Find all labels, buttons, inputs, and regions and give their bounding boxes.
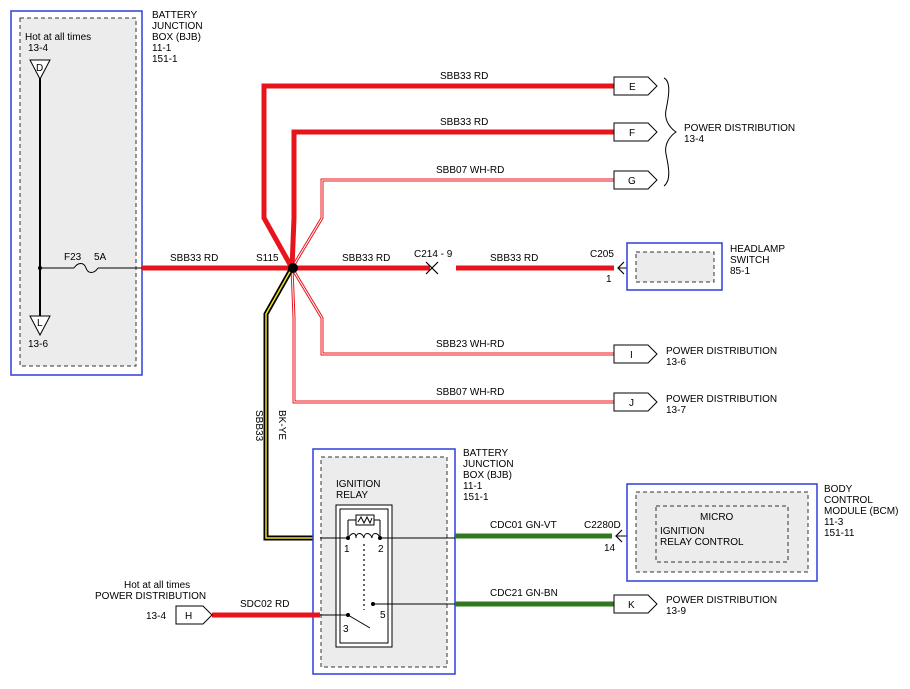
wire-i-label: SBB23 WH-RD [436,339,504,350]
svg-text:151-1: 151-1 [152,54,178,65]
connector-c2280-pin: 14 [604,543,616,554]
bcm-box [626,483,818,582]
bjb-top-ref-top: 13-4 [28,43,48,54]
power-distribution-efg: POWER DISTRIBUTION [684,123,795,134]
power-distribution-k: POWER DISTRIBUTION [666,595,777,606]
bjb-top-box [10,10,143,376]
connector-k-shape: K [613,594,658,614]
bjb-bottom-box [312,448,456,675]
svg-text:11-3: 11-3 [824,517,844,528]
relay-pin-5: 5 [380,610,386,621]
wire-headlamp-label-a: SBB33 RD [342,253,390,264]
power-distribution-k-ref: 13-9 [666,606,686,617]
connector-i: I [630,350,633,361]
connector-c2280: C2280D [584,520,621,531]
wire-headlamp-label-b: SBB33 RD [490,253,538,264]
bjb-top-hot-label: Hot at all times [25,32,91,43]
wire-bk-ye-label-b: BK-YE [276,410,287,440]
bcm-ctrl-line1: IGNITION [660,526,704,537]
svg-text:IGNITION: IGNITION [336,479,380,490]
connector-c205: C205 [590,249,614,260]
wire-j [290,267,614,404]
connector-j: J [629,398,634,409]
svg-text:BOX (BJB): BOX (BJB) [463,470,512,481]
power-distribution-i-ref: 13-6 [666,357,686,368]
connector-h-ref: 13-4 [146,611,166,622]
power-distribution-efg-ref: 13-4 [684,134,704,145]
wire-e-label: SBB33 RD [440,71,488,82]
connector-l: L [37,318,43,329]
svg-text:CONTROL: CONTROL [824,495,873,506]
bjb-bottom-label: BATTERY JUNCTION BOX (BJB) 11-1 151-1 [463,448,514,503]
wire-cdc01-label: CDC01 GN-VT [490,520,557,531]
bcm-micro: MICRO [700,512,734,523]
bcm-label: BODY CONTROL MODULE (BCM) 11-3 151-11 [824,484,898,539]
svg-text:HEADLAMP: HEADLAMP [730,244,785,255]
svg-text:151-11: 151-11 [824,528,855,539]
wire-g-label: SBB07 WH-RD [436,165,504,176]
power-distribution-j-ref: 13-7 [666,405,686,416]
bcm-ctrl-line2: RELAY CONTROL [660,537,744,548]
connector-g: G [628,176,636,187]
relay-title: IGNITION RELAY [336,479,380,501]
fuse-name: F23 [64,252,82,263]
h-hot-label: Hot at all times [124,580,190,591]
brace-efg [663,77,677,187]
headlamp-switch-label: HEADLAMP SWITCH 85-1 [730,244,785,277]
svg-text:BODY: BODY [824,484,853,495]
svg-text:JUNCTION: JUNCTION [152,21,203,32]
power-distribution-j: POWER DISTRIBUTION [666,394,777,405]
relay-pin-1: 1 [344,544,350,555]
connector-k: K [628,600,635,611]
fuse-rating: 5A [94,252,107,263]
connector-d: D [36,63,43,74]
headlamp-switch-box [626,242,723,291]
connector-c214: C214 - 9 [414,249,453,260]
svg-text:85-1: 85-1 [730,266,750,277]
connector-i-shape: I [613,344,658,364]
h-power-distribution: POWER DISTRIBUTION [95,591,206,602]
connector-f-shape: F [613,122,658,142]
relay-pin-3: 3 [343,624,349,635]
svg-text:BOX (BJB): BOX (BJB) [152,32,201,43]
svg-text:BATTERY: BATTERY [463,448,509,459]
wire-bk-ye-label-a: SBB33 [253,410,264,442]
wire-f [289,129,614,269]
connector-e-shape: E [613,76,658,96]
connector-f: F [629,128,635,139]
svg-text:151-1: 151-1 [463,492,489,503]
connector-g-shape: G [613,170,658,190]
svg-text:RELAY: RELAY [336,490,368,501]
wire-main-label: SBB33 RD [170,253,218,264]
splice-s115 [288,263,298,273]
svg-text:MODULE (BCM): MODULE (BCM) [824,506,898,517]
connector-j-shape: J [613,392,658,412]
wire-f-label: SBB33 RD [440,117,488,128]
wire-e [261,83,614,270]
connector-h-shape: H [175,605,213,625]
svg-text:JUNCTION: JUNCTION [463,459,514,470]
bjb-top-label: BATTERY JUNCTION BOX (BJB) 11-1 151-1 [152,10,203,65]
power-distribution-i: POWER DISTRIBUTION [666,346,777,357]
svg-text:11-1: 11-1 [152,43,172,54]
svg-text:SWITCH: SWITCH [730,255,769,266]
connector-c205-pin: 1 [606,274,612,285]
bjb-top-ref-bottom: 13-6 [28,339,48,350]
connector-e: E [629,82,636,93]
splice-label: S115 [256,253,279,264]
svg-text:BATTERY: BATTERY [152,10,198,21]
wire-cdc21-label: CDC21 GN-BN [490,588,558,599]
svg-text:11-1: 11-1 [463,481,483,492]
wire-sdc02-label: SDC02 RD [240,599,289,610]
connector-h: H [185,611,192,622]
wire-j-label: SBB07 WH-RD [436,387,504,398]
wire-g [290,178,614,269]
relay-pin-2: 2 [378,544,384,555]
